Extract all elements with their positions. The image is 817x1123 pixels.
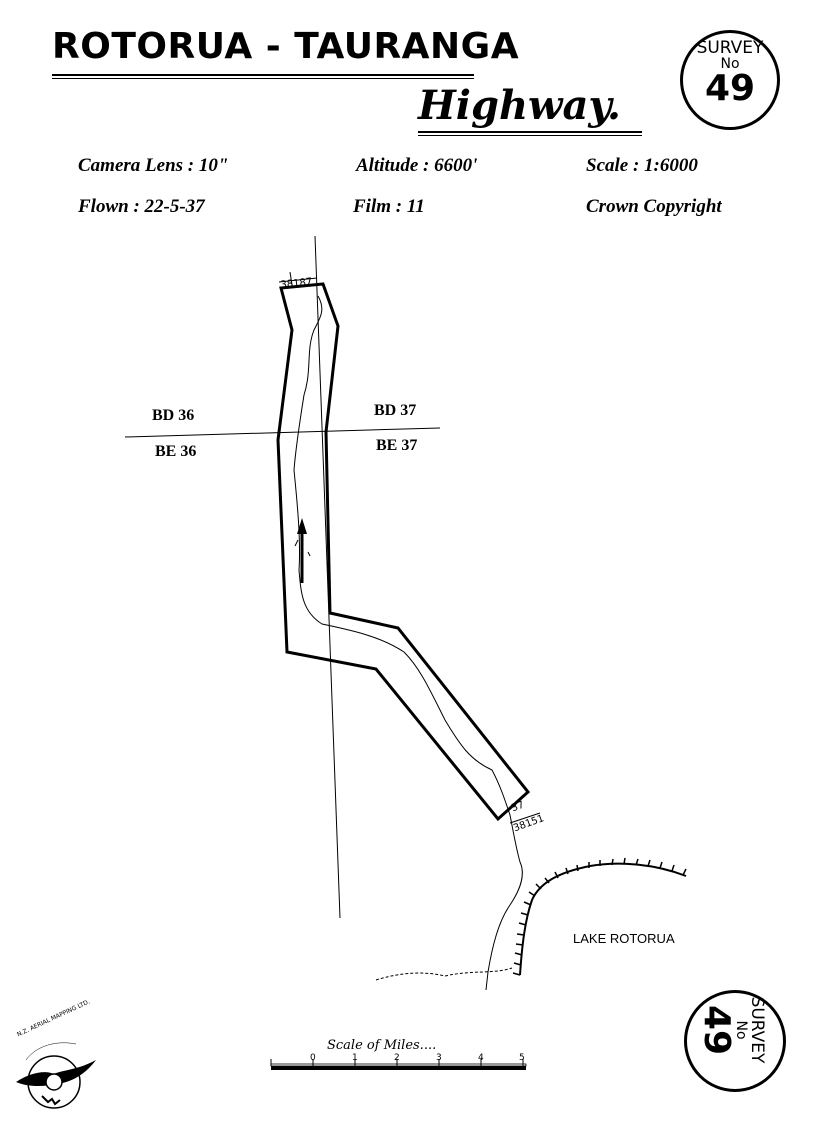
lake-rotorua-label: LAKE ROTORUA	[573, 931, 675, 946]
badge-number: 49	[704, 68, 756, 109]
scale-tick-label: 3	[436, 1053, 442, 1063]
grid-label-bd36: BD 36	[152, 407, 195, 424]
scale-tick-label: 2	[394, 1053, 400, 1063]
map-title-text: ROTORUA - TAURANGA	[52, 26, 520, 67]
road-branch	[375, 967, 513, 981]
flown-date: Flown : 22-5-37	[78, 196, 205, 217]
grid-line-vertical	[314, 235, 341, 919]
scale-tick-label: 0	[310, 1053, 316, 1063]
run-label-bottom-rule	[509, 812, 541, 824]
survey-badge-bottom: SURVEY No 49	[684, 990, 786, 1092]
badge-no-label: No	[720, 56, 740, 72]
grid-line-horizontal	[124, 427, 441, 438]
scale-bar-body	[271, 1066, 526, 1070]
lake-shoreline	[519, 862, 687, 976]
flight-direction-arrowhead	[297, 518, 307, 534]
badge-survey-label: SURVEY	[696, 38, 764, 58]
scale-tick-label: 4	[478, 1053, 484, 1063]
nz-aerial-mapping-logo	[16, 1042, 96, 1109]
scale-bar-frame	[270, 1063, 527, 1067]
scale-bar-title: Scale of Miles....	[327, 1038, 437, 1053]
camera-lens: Camera Lens : 10"	[78, 155, 229, 176]
map-title: ROTORUA - TAURANGA	[52, 26, 519, 67]
run-label-top-tick	[289, 271, 293, 286]
title-underline	[52, 74, 474, 79]
arrow-marks	[294, 539, 311, 557]
flight-strip-outline	[276, 282, 531, 822]
badge-survey-label: SURVEY	[747, 996, 767, 1064]
copyright: Crown Copyright	[586, 196, 722, 217]
lake-hachures	[512, 857, 687, 976]
altitude: Altitude : 6600'	[356, 155, 478, 176]
map-subtitle: Highway.	[418, 82, 621, 129]
grid-label-be37: BE 37	[376, 437, 418, 454]
film: Film : 11	[353, 196, 425, 217]
badge-number: 49	[696, 1004, 737, 1056]
scale-tick-label: 1	[352, 1053, 358, 1063]
subtitle-underline	[418, 131, 642, 136]
survey-badge-top: SURVEY No 49	[680, 30, 780, 130]
run-label-top-rule	[278, 277, 318, 283]
grid-label-be36: BE 36	[155, 443, 197, 460]
scale-tick-label: 5	[519, 1053, 525, 1063]
highway-road-line	[293, 295, 523, 991]
grid-label-bd37: BD 37	[374, 402, 417, 419]
scale: Scale : 1:6000	[586, 155, 698, 176]
scale-bar	[270, 1059, 527, 1070]
